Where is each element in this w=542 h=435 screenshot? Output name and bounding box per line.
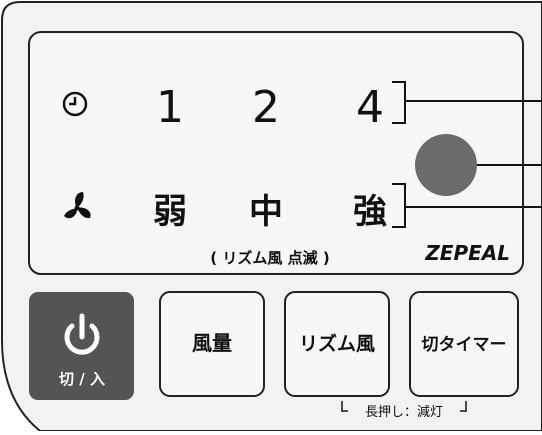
- power-icon: [64, 313, 100, 355]
- airflow-button-label: 風量: [192, 331, 232, 355]
- timer-option-2: 2: [252, 82, 280, 133]
- power-button-label: 切 / 入: [59, 370, 105, 388]
- speed-option-strong: 強: [353, 192, 387, 232]
- clock-icon: [62, 91, 88, 117]
- speed-bracket: [392, 183, 406, 228]
- rhythm-note: ( リズム風 点滅 ): [210, 249, 329, 267]
- timer-option-4: 4: [356, 82, 384, 133]
- rhythm-button[interactable]: リズム風: [284, 291, 390, 397]
- fan-icon: [64, 192, 91, 219]
- timer-bracket: [392, 81, 406, 124]
- rhythm-button-label: リズム風: [299, 332, 375, 355]
- timer-option-1: 1: [156, 82, 184, 133]
- longpress-bracket-right: [460, 401, 467, 412]
- airflow-button[interactable]: 風量: [159, 291, 265, 397]
- power-button[interactable]: 切 / 入: [29, 292, 134, 400]
- indicator-lamp: [415, 134, 477, 196]
- brand-logo: ZEPEAL: [424, 241, 510, 265]
- longpress-bracket-left: [341, 401, 348, 412]
- off-timer-button-label: 切タイマー: [422, 335, 507, 355]
- off-timer-button[interactable]: 切タイマー: [409, 291, 519, 397]
- longpress-note: 長押し：減灯: [365, 404, 443, 420]
- speed-option-weak: 弱: [153, 192, 187, 232]
- display-panel: [28, 31, 524, 275]
- speed-option-medium: 中: [249, 192, 283, 232]
